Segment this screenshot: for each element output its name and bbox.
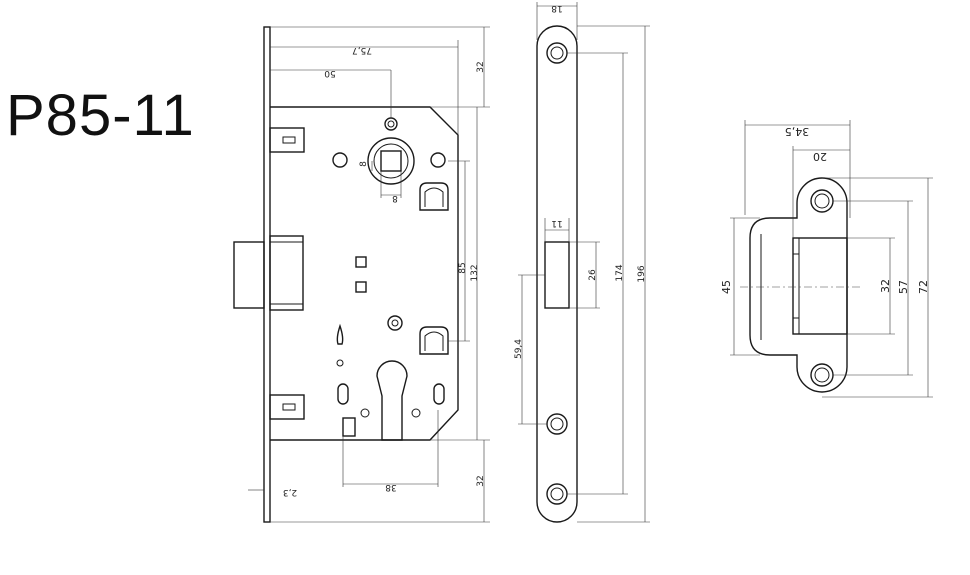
lock-case	[270, 106, 459, 441]
dim-8-vertical: 8	[359, 161, 369, 167]
faceplate-screw-hole	[546, 42, 568, 64]
case-screw-hole	[332, 152, 348, 168]
dim-72: 72	[917, 280, 930, 294]
dim-32-bottom: 32	[476, 475, 486, 486]
strike-plate	[749, 177, 848, 393]
dim-2-3: 2,3	[283, 487, 297, 497]
rivet-bracket-top	[419, 182, 449, 211]
latch-housing	[269, 235, 304, 311]
product-title: P85-11	[6, 83, 195, 148]
square-slot	[355, 281, 367, 293]
faceplate	[263, 26, 271, 523]
cylinder-cutout	[376, 360, 408, 441]
strike-plate-drawing: 34,5 20 45 32 57 72	[720, 120, 933, 398]
faceplate-front-drawing: 18 11 26 174 196 59,4	[514, 2, 650, 523]
dim-38: 38	[385, 482, 397, 492]
faceplate-front	[536, 25, 578, 523]
faceplate-screw-hole	[546, 413, 568, 435]
teardrop-slot	[336, 323, 344, 345]
dim-75-7: 75,7	[352, 45, 372, 55]
dim-132: 132	[470, 264, 480, 281]
dim-18: 18	[551, 3, 563, 13]
latch-opening	[544, 241, 570, 309]
square-slot	[355, 256, 367, 268]
mounting-tab-top	[269, 127, 305, 153]
strike-screw-hole	[810, 363, 834, 387]
dim-45: 45	[720, 280, 733, 294]
dim-196: 196	[637, 265, 647, 282]
dim-26: 26	[588, 269, 598, 281]
dim-50: 50	[324, 68, 336, 78]
strike-screw-hole	[810, 189, 834, 213]
lock-body-drawing: 75,7 50 32 32 85 132 8 8 38 2,3	[233, 26, 490, 523]
spindle-square	[380, 150, 402, 172]
rivet-bracket-bottom	[419, 326, 449, 355]
latch-bolt	[233, 241, 265, 309]
dim-57: 57	[897, 280, 910, 294]
dim-85: 85	[458, 262, 468, 273]
dim-59-4: 59,4	[514, 339, 524, 359]
dim-32-strike: 32	[879, 279, 892, 293]
strike-pocket	[792, 237, 848, 335]
dim-11: 11	[551, 218, 562, 228]
dim-174: 174	[615, 264, 625, 281]
follower-hub	[367, 137, 415, 185]
dim-32-top: 32	[476, 61, 486, 72]
case-screw-hole	[430, 152, 446, 168]
dim-8-horizontal: 8	[392, 193, 398, 203]
faceplate-screw-hole	[546, 483, 568, 505]
dim-20: 20	[813, 150, 827, 163]
mounting-tab-bottom	[269, 394, 305, 420]
dim-34-5: 34,5	[785, 125, 810, 138]
